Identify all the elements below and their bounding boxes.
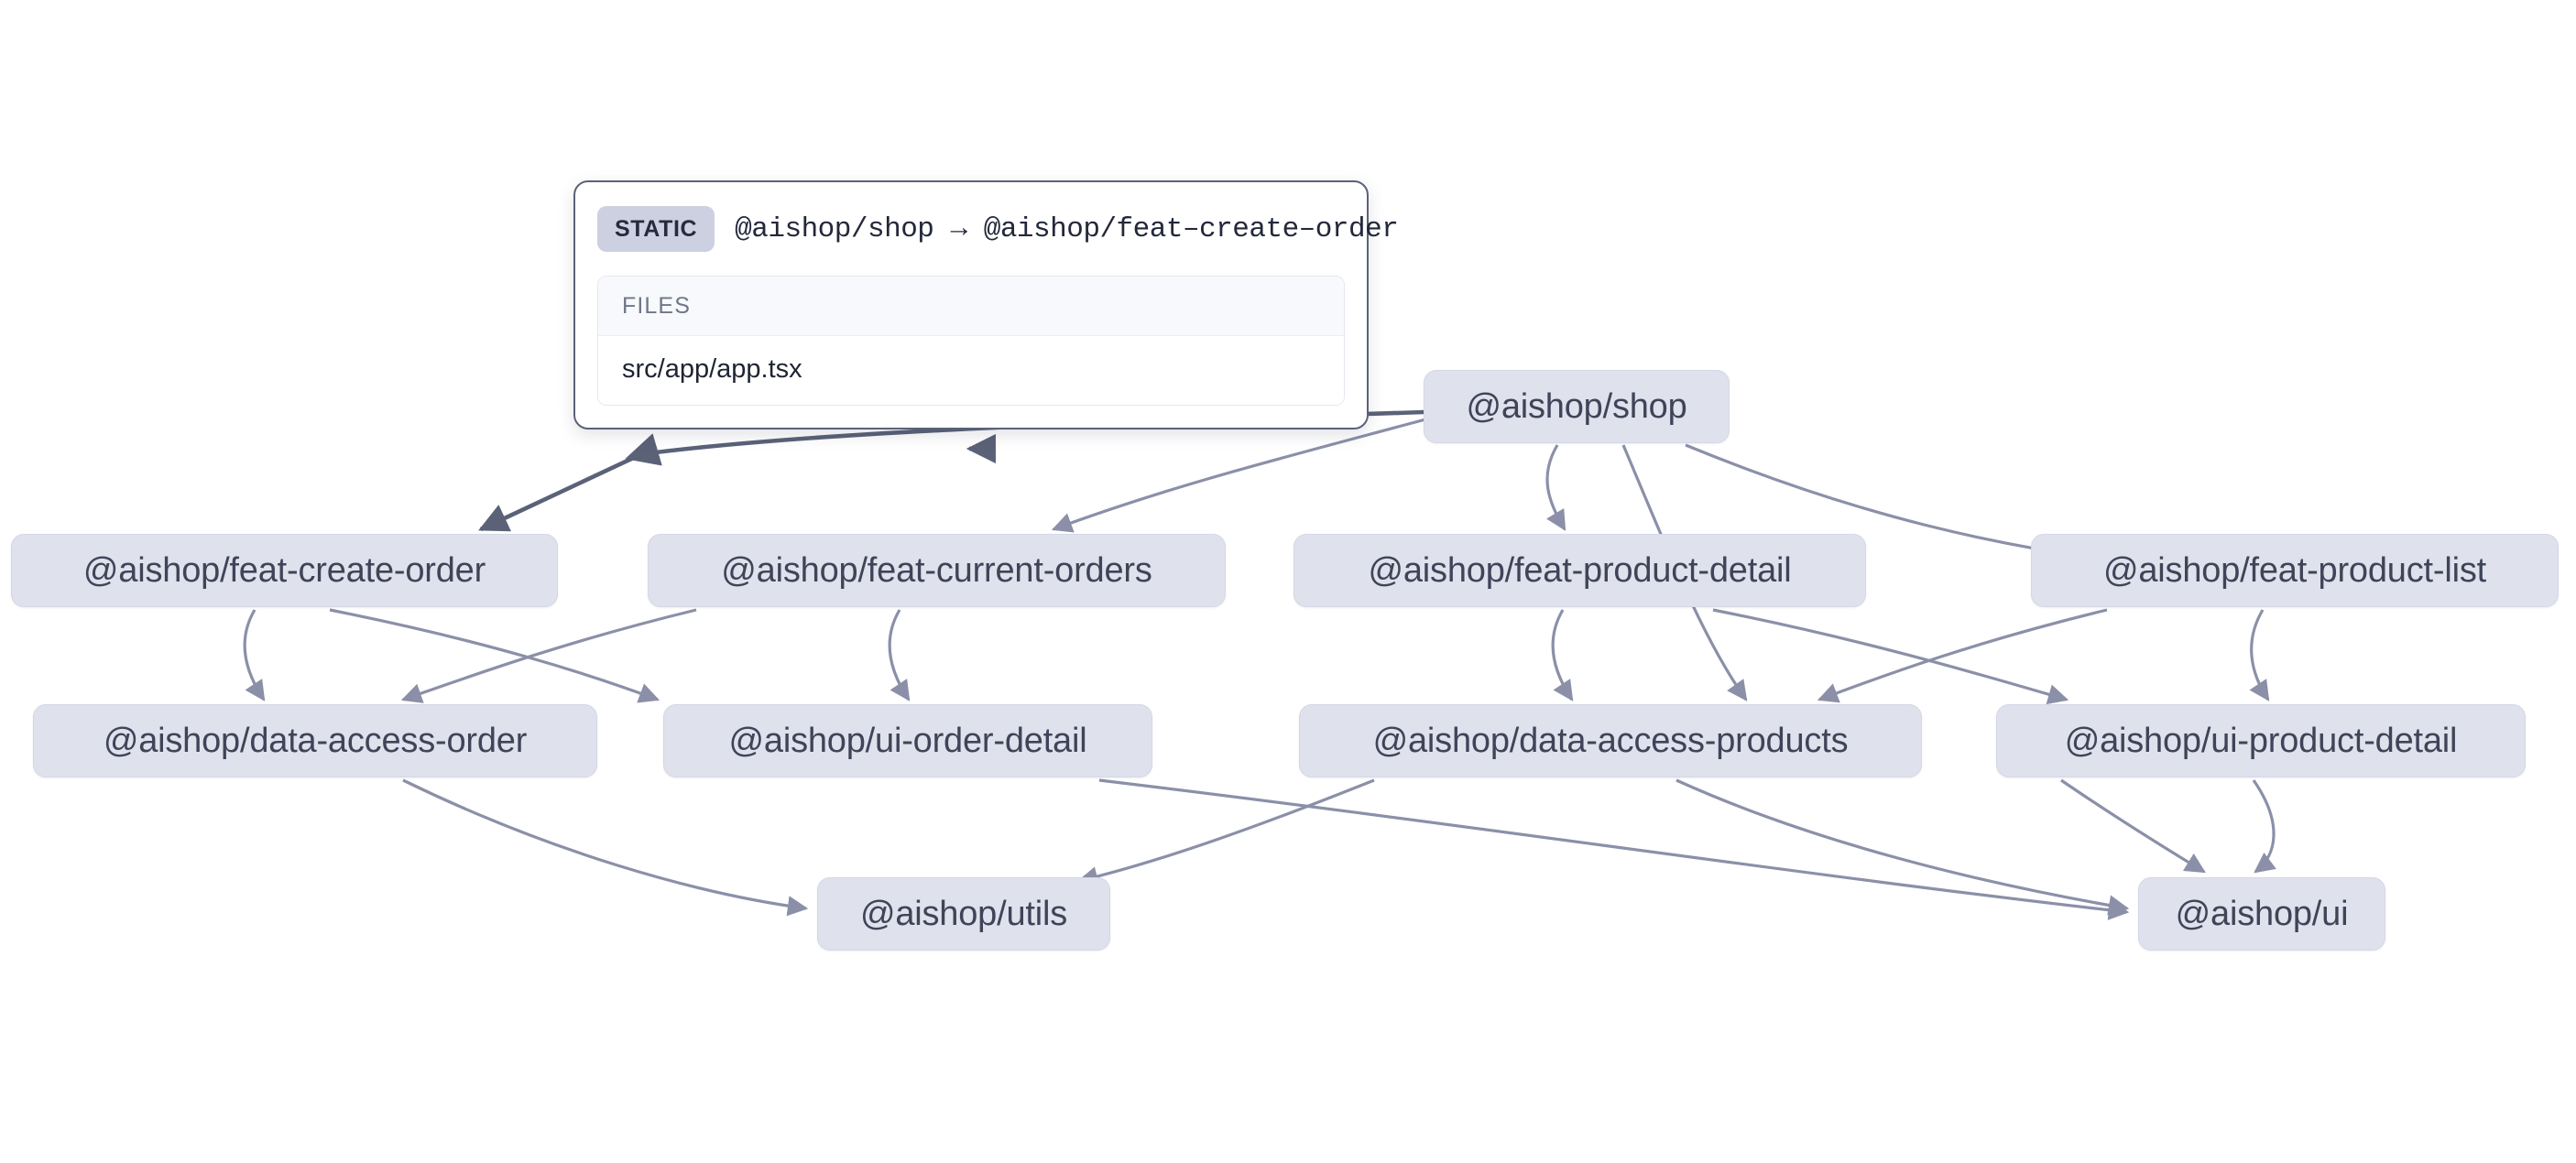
graph-node-label: @aishop/feat-create-order xyxy=(82,550,486,590)
edge-data-access-order-to-utils xyxy=(402,778,809,917)
edge-feat-product-list-to-ui-product-detail xyxy=(2249,609,2270,701)
graph-node-label: @aishop/ui xyxy=(2175,894,2349,933)
edge-title: @aishop/shop → @aishop/feat–create–order xyxy=(735,212,1399,245)
edge-feat-product-detail-to-data-access-products xyxy=(1551,609,1574,701)
graph-node-label: @aishop/data-access-products xyxy=(1372,721,1849,760)
graph-node-ui-product-detail[interactable]: @aishop/ui-product-detail xyxy=(1996,704,2526,777)
edge-feat-create-order-to-ui-order-detail xyxy=(329,608,660,703)
edge-ui-product-detail-to-ui xyxy=(2252,779,2276,874)
graph-node-shop[interactable]: @aishop/shop xyxy=(1424,370,1730,443)
graph-node-label: @aishop/feat-product-detail xyxy=(1368,550,1792,590)
tooltip-header: STATIC @aishop/shop → @aishop/feat–creat… xyxy=(597,202,1399,276)
graph-node-feat-product-detail[interactable]: @aishop/feat-product-detail xyxy=(1293,534,1866,607)
graph-node-label: @aishop/shop xyxy=(1466,386,1687,426)
graph-node-feat-create-order[interactable]: @aishop/feat-create-order xyxy=(11,534,558,607)
edge-data-access-products-to-utils xyxy=(1076,778,1375,887)
edge-feat-create-order-to-data-access-order xyxy=(243,609,266,701)
edge-detail-tooltip[interactable]: STATIC @aishop/shop → @aishop/feat–creat… xyxy=(573,180,1399,429)
edge-ui-order-detail-to-ui xyxy=(1098,778,2130,920)
graph-node-label: @aishop/data-access-order xyxy=(103,721,528,760)
graph-node-label: @aishop/utils xyxy=(859,894,1068,933)
edge-type-badge: STATIC xyxy=(597,206,715,252)
files-table-header: FILES xyxy=(598,277,1344,336)
graph-node-label: @aishop/feat-product-list xyxy=(2103,550,2486,590)
graph-node-feat-current-orders[interactable]: @aishop/feat-current-orders xyxy=(648,534,1226,607)
graph-node-feat-product-list[interactable]: @aishop/feat-product-list xyxy=(2031,534,2559,607)
edge-feat-product-detail-to-ui-product-detail xyxy=(1712,608,2069,705)
edge-shop-to-feat-product-detail xyxy=(1545,444,1566,531)
graph-node-label: @aishop/ui-product-detail xyxy=(2064,721,2458,760)
files-table: FILES src/app/app.tsx xyxy=(597,276,1345,406)
edge-ui-product-detail-to-ui-left xyxy=(2060,778,2206,874)
graph-node-utils[interactable]: @aishop/utils xyxy=(817,877,1110,951)
edge-shop-to-feat-current-orders xyxy=(1051,418,1426,533)
edge-data-access-products-to-ui xyxy=(1675,778,2130,916)
graph-node-data-access-order[interactable]: @aishop/data-access-order xyxy=(33,704,597,777)
graph-node-label: @aishop/ui-order-detail xyxy=(728,721,1087,760)
graph-node-label: @aishop/feat-current-orders xyxy=(721,550,1152,590)
edge-feat-current-orders-to-ui-order-detail xyxy=(888,609,911,701)
graph-node-data-access-products[interactable]: @aishop/data-access-products xyxy=(1299,704,1922,777)
edge-feat-current-orders-to-data-access-order xyxy=(400,608,697,703)
files-table-row[interactable]: src/app/app.tsx xyxy=(598,336,1344,405)
edge-feat-product-list-to-data-access-products xyxy=(1817,608,2108,703)
edge-shop-to-feat-create-order xyxy=(478,409,1424,532)
graph-node-ui-order-detail[interactable]: @aishop/ui-order-detail xyxy=(663,704,1152,777)
graph-node-ui[interactable]: @aishop/ui xyxy=(2138,877,2385,951)
